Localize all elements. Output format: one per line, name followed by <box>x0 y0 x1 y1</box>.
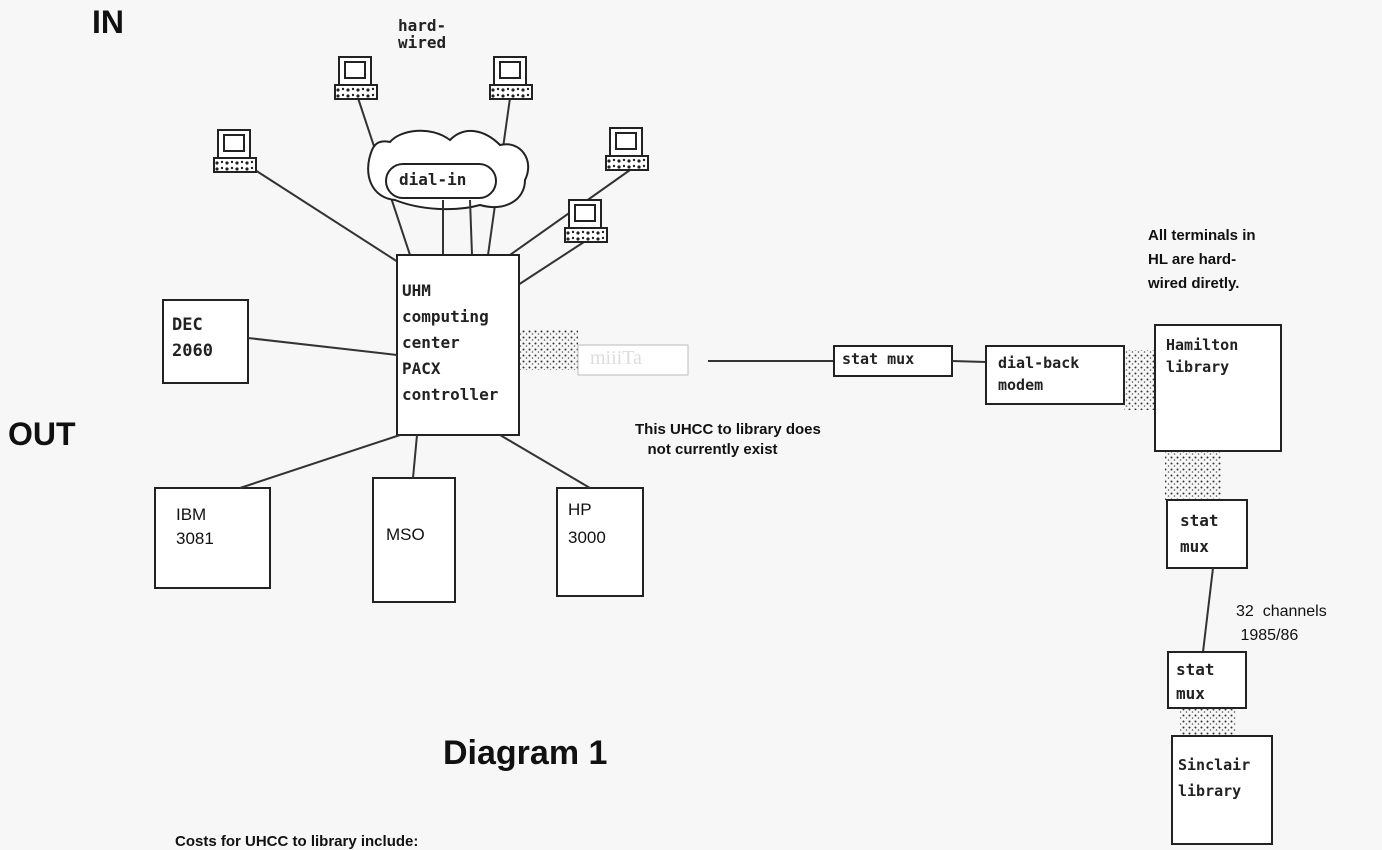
stipple-link <box>520 330 578 370</box>
mso-label: MSO <box>386 525 425 544</box>
hamilton-label: Hamilton library <box>1166 336 1239 376</box>
stat-mux-2-box <box>1166 499 1248 569</box>
overlay-text: miiiTa <box>590 347 642 369</box>
sinclair-label: Sinclair library <box>1178 756 1251 800</box>
link-note: This UHCC to library does not currently … <box>635 421 821 458</box>
terminal-icon <box>489 56 533 100</box>
hamilton-note: All terminals in HL are hard- wired dire… <box>1148 227 1256 292</box>
ibm-box <box>154 487 271 589</box>
stipple <box>1165 452 1221 500</box>
out-label: OUT <box>8 416 76 452</box>
dialback-modem-box <box>985 345 1125 405</box>
stat-mux-label: stat mux <box>842 350 915 368</box>
terminal-icon <box>564 199 608 243</box>
dec-box <box>162 299 249 384</box>
dialin-label: dial-in <box>399 170 467 189</box>
terminal-icon <box>213 129 257 173</box>
overlay-box <box>577 344 689 376</box>
stat-mux-3-label: stat mux <box>1176 660 1215 703</box>
in-label: IN <box>92 4 124 40</box>
dial-in-cloud <box>367 129 530 256</box>
stat-mux-3-box <box>1167 651 1247 709</box>
diagram-title: Diagram 1 <box>443 734 608 772</box>
dec-label: DEC 2060 <box>172 315 213 361</box>
dialback-modem-label: dial-back modem <box>998 354 1080 394</box>
costs-text: Costs for UHCC to library include: <box>175 833 419 850</box>
stat-mux-2-label: stat mux <box>1180 511 1219 556</box>
link-line <box>951 360 987 363</box>
hp-label: HP 3000 <box>568 500 606 547</box>
ibm-label: IBM 3081 <box>176 505 214 548</box>
channels-note: 32 channels 1985/86 <box>1236 603 1327 644</box>
terminal-icon <box>605 127 649 171</box>
host-links <box>239 337 591 489</box>
uhm-center-box <box>396 254 520 436</box>
stat-mux-box <box>833 345 953 377</box>
sinclair-box <box>1171 735 1273 845</box>
hamilton-box <box>1154 324 1282 452</box>
channels-line <box>1202 567 1214 653</box>
mso-box <box>372 477 456 603</box>
terminal-icon <box>334 56 378 100</box>
hp-box <box>556 487 644 597</box>
stipple <box>1124 350 1154 410</box>
center-label: UHM computing center PACX controller <box>402 281 499 404</box>
hardwired-label: hard- wired <box>398 16 447 52</box>
stipple <box>1180 708 1236 736</box>
